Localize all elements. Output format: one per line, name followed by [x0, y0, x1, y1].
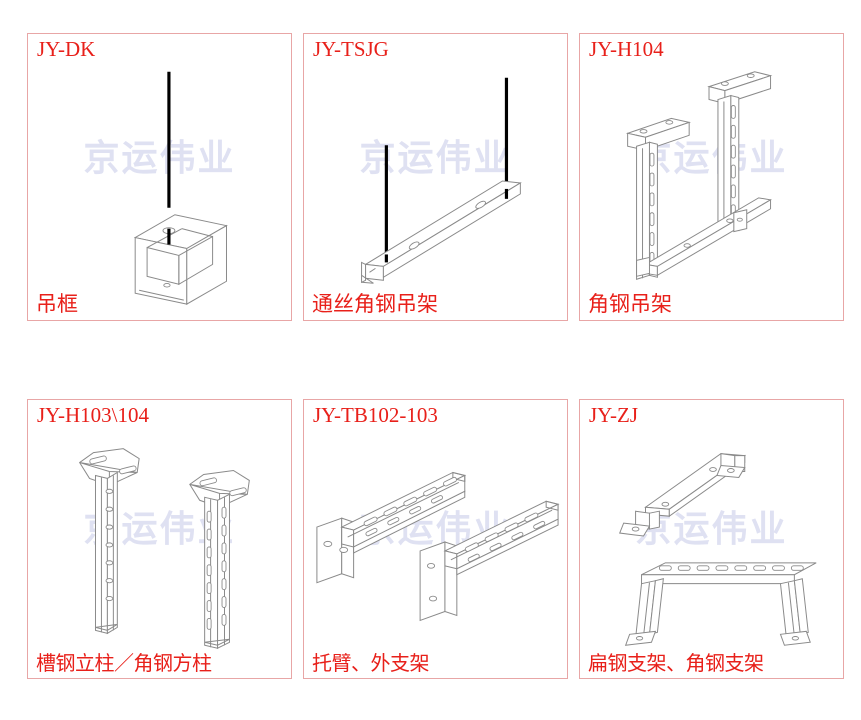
product-panel-jy-h104[interactable]: JY-H104 京运伟业	[579, 33, 844, 321]
product-code-label: JY-TB102-103	[313, 403, 438, 427]
product-code-label: JY-DK	[37, 37, 96, 61]
product-panel-jy-zj[interactable]: JY-ZJ 京运伟业	[579, 399, 844, 679]
product-drawing-cantilever-arms	[304, 400, 567, 678]
product-panel-jy-tb102-103[interactable]: JY-TB102-103 京运伟业	[303, 399, 568, 679]
product-code-label: JY-TSJG	[313, 37, 389, 61]
product-code-label: JY-H103\104	[37, 403, 150, 427]
product-drawing-hanging-frame	[28, 34, 291, 320]
product-panel-jy-tsjg[interactable]: JY-TSJG 京运伟业	[303, 33, 568, 321]
product-name-label: 通丝角钢吊架	[312, 291, 438, 316]
product-panel-jy-dk[interactable]: JY-DK 京运伟业	[27, 33, 292, 321]
product-code-label: JY-H104	[589, 37, 664, 61]
product-name-label: 托臂、外支架	[312, 651, 430, 675]
product-name-label: 扁钢支架、角钢支架	[588, 651, 764, 675]
product-drawing-columns	[28, 400, 291, 678]
product-drawing-angle-steel-hanger	[580, 34, 843, 320]
product-code-label: JY-ZJ	[589, 403, 639, 427]
product-name-label: 吊框	[36, 291, 78, 316]
product-panel-jy-h103-104[interactable]: JY-H103\104 京运伟业	[27, 399, 292, 679]
product-name-label: 槽钢立柱／角钢方柱	[36, 651, 212, 675]
product-drawing-threaded-rod-angle-hanger	[304, 34, 567, 320]
product-drawing-flat-and-angle-brackets	[580, 400, 843, 678]
product-name-label: 角钢吊架	[588, 291, 672, 316]
